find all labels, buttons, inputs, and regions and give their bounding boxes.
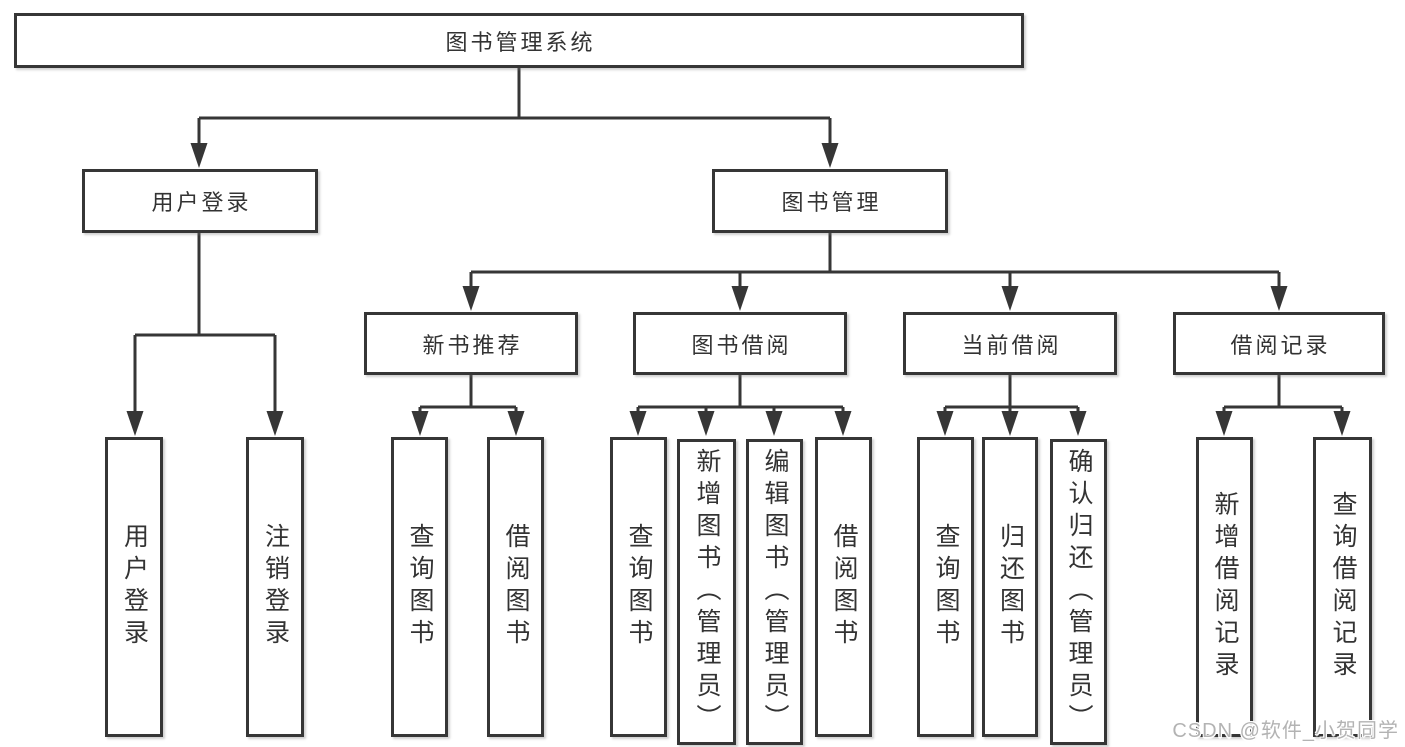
arrow-down-icon [411, 411, 429, 436]
node-label: 借阅记录 [1230, 332, 1331, 358]
arrow-down-icon [731, 286, 749, 311]
arrowheads [126, 143, 1351, 436]
leaf-add-borrow-record: 新增借阅记录 [1196, 437, 1253, 737]
leaf-query-books-recommend: 查询图书 [391, 437, 448, 737]
node-label: 查询图书 [625, 523, 653, 651]
arrow-down-icon [1001, 411, 1019, 436]
watermark: CSDN @软件_小贺同学 [1172, 720, 1399, 742]
arrow-down-icon [1215, 411, 1233, 436]
node-label: 新增图书（管理员） [693, 448, 721, 736]
edge-book-borrow-to-leaves [636, 375, 845, 415]
node-book-borrowing: 图书借阅 [633, 312, 847, 375]
node-book-management: 图书管理 [712, 169, 948, 233]
node-root: 图书管理系统 [14, 13, 1024, 68]
arrow-down-icon [1001, 286, 1019, 311]
edge-root-to-level2 [197, 68, 832, 146]
arrow-down-icon [765, 411, 783, 436]
arrow-down-icon [1333, 411, 1351, 436]
arrow-down-icon [462, 286, 480, 311]
node-borrow-records: 借阅记录 [1173, 312, 1385, 375]
node-label: 确认归还（管理员） [1065, 448, 1093, 736]
node-label: 查询图书 [406, 523, 434, 651]
node-label: 借阅图书 [502, 523, 530, 651]
leaf-borrow-books-borrowing: 借阅图书 [815, 437, 872, 737]
node-label: 图书借阅 [691, 332, 792, 358]
edge-new-book-to-leaves [418, 375, 518, 415]
arrow-down-icon [834, 411, 852, 436]
arrow-down-icon [266, 411, 284, 436]
node-label: 用户登录 [151, 190, 252, 215]
node-label: 查询借阅记录 [1329, 491, 1357, 683]
arrow-down-icon [507, 411, 525, 436]
leaf-add-book-admin: 新增图书（管理员） [677, 439, 736, 745]
leaf-query-borrow-record: 查询借阅记录 [1313, 437, 1372, 737]
node-user-login: 用户登录 [82, 169, 318, 233]
edge-book-mgmt-to-level3 [469, 233, 1281, 290]
leaf-confirm-return-admin: 确认归还（管理员） [1050, 439, 1107, 745]
leaf-query-books-borrowing: 查询图书 [610, 437, 667, 737]
arrow-down-icon [821, 143, 839, 168]
node-label: 查询图书 [932, 523, 960, 651]
leaf-borrow-books-recommend: 借阅图书 [487, 437, 544, 737]
node-label: 当前借阅 [961, 332, 1062, 358]
arrow-down-icon [1069, 411, 1087, 436]
node-label: 新书推荐 [422, 332, 523, 358]
arrow-down-icon [126, 411, 144, 436]
arrow-down-icon [190, 143, 208, 168]
leaf-return-books: 归还图书 [982, 437, 1038, 737]
edge-borrow-records-to-leaves [1222, 375, 1344, 415]
leaf-query-books-current: 查询图书 [917, 437, 974, 737]
arrow-down-icon [697, 411, 715, 436]
edge-user-login-to-leaves [133, 233, 277, 414]
node-label: 编辑图书（管理员） [761, 448, 789, 736]
node-label: 用户登录 [120, 523, 149, 651]
node-label: 图书管理系统 [445, 29, 596, 55]
node-label: 归还图书 [996, 523, 1025, 651]
node-new-book-recommend: 新书推荐 [364, 312, 578, 375]
edge-current-borrow-to-leaves [943, 375, 1080, 415]
leaf-edit-book-admin: 编辑图书（管理员） [746, 439, 803, 745]
node-label: 图书管理 [781, 190, 882, 215]
leaf-user-login: 用户登录 [105, 437, 163, 737]
node-label: 新增借阅记录 [1211, 491, 1239, 683]
arrow-down-icon [1270, 286, 1288, 311]
leaf-logout-login: 注销登录 [246, 437, 304, 737]
arrow-down-icon [936, 411, 954, 436]
arrow-down-icon [629, 411, 647, 436]
node-label: 注销登录 [261, 523, 290, 651]
node-label: 借阅图书 [830, 523, 858, 651]
node-current-borrowing: 当前借阅 [903, 312, 1117, 375]
